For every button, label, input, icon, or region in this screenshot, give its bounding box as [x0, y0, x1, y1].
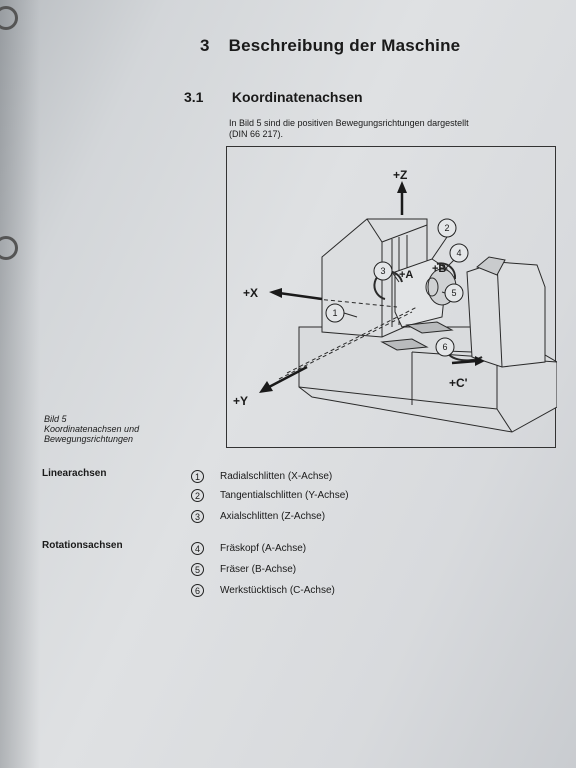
- section-heading: 3.1 Koordinatenachsen: [184, 89, 363, 105]
- binder-ring: [0, 6, 18, 30]
- chapter-heading: 3 Beschreibung der Maschine: [200, 36, 460, 56]
- list-item: 4 Fräskopf (A-Achse): [191, 540, 306, 556]
- label-x: +X: [243, 286, 258, 300]
- item-number: 1: [191, 469, 204, 483]
- item-number: 4: [191, 541, 204, 555]
- label-y: +Y: [233, 394, 248, 408]
- list-item: 6 Werkstücktisch (C-Achse): [191, 582, 335, 598]
- label-b: +B: [432, 263, 446, 275]
- list-item: 5 Fräser (B-Achse): [191, 561, 296, 577]
- intro-paragraph: In Bild 5 sind die positiven Bewegungsri…: [229, 118, 529, 140]
- caption-line: Bewegungsrichtungen: [44, 434, 134, 444]
- intro-line: (DIN 66 217).: [229, 129, 284, 139]
- label-c: +C': [449, 376, 468, 390]
- item-text: Fräser (B-Achse): [220, 563, 297, 575]
- item-text: Axialschlitten (Z-Achse): [220, 510, 326, 522]
- page-edge-shadow: [0, 0, 40, 768]
- item-text: Tangentialschlitten (Y-Achse): [220, 489, 349, 501]
- item-text: Werkstücktisch (C-Achse): [220, 584, 335, 596]
- item-number: 2: [191, 488, 204, 502]
- item-text: Radialschlitten (X-Achse): [220, 470, 333, 482]
- section-number: 3.1: [184, 89, 204, 105]
- machine-drawing: +Z +X +Y +A +B +C' 1 2 3 4 5 6: [233, 168, 557, 433]
- rotation-axes-label: Rotationsachsen: [42, 540, 123, 551]
- callout-1: 1: [332, 308, 337, 318]
- label-a: +A: [399, 269, 413, 281]
- callout-5: 5: [451, 288, 456, 298]
- callout-2: 2: [444, 223, 449, 233]
- caption-line: Bild 5: [44, 414, 67, 424]
- callout-6: 6: [442, 342, 447, 352]
- chapter-title: Beschreibung der Maschine: [228, 36, 461, 55]
- item-text: Fräskopf (A-Achse): [220, 542, 307, 554]
- list-item: 1 Radialschlitten (X-Achse): [191, 468, 332, 484]
- chapter-number: 3: [200, 36, 210, 55]
- caption-line: Koordinatenachsen und: [44, 424, 140, 434]
- section-title: Koordinatenachsen: [231, 89, 363, 105]
- linear-axes-label: Linearachsen: [42, 468, 107, 479]
- item-number: 6: [191, 583, 204, 597]
- list-item: 2 Tangentialschlitten (Y-Achse): [191, 487, 349, 503]
- figure-caption: Bild 5 Koordinatenachsen und Bewegungsri…: [44, 414, 139, 444]
- item-number: 5: [191, 562, 204, 576]
- list-item: 3 Axialschlitten (Z-Achse): [191, 508, 325, 524]
- machine-figure: +Z +X +Y +A +B +C' 1 2 3 4 5 6: [226, 146, 557, 448]
- callout-3: 3: [380, 266, 385, 276]
- binder-ring: [0, 236, 18, 260]
- item-number: 3: [191, 509, 204, 523]
- callout-4: 4: [456, 248, 461, 258]
- label-z: +Z: [393, 168, 407, 182]
- intro-line: In Bild 5 sind die positiven Bewegungsri…: [229, 118, 469, 128]
